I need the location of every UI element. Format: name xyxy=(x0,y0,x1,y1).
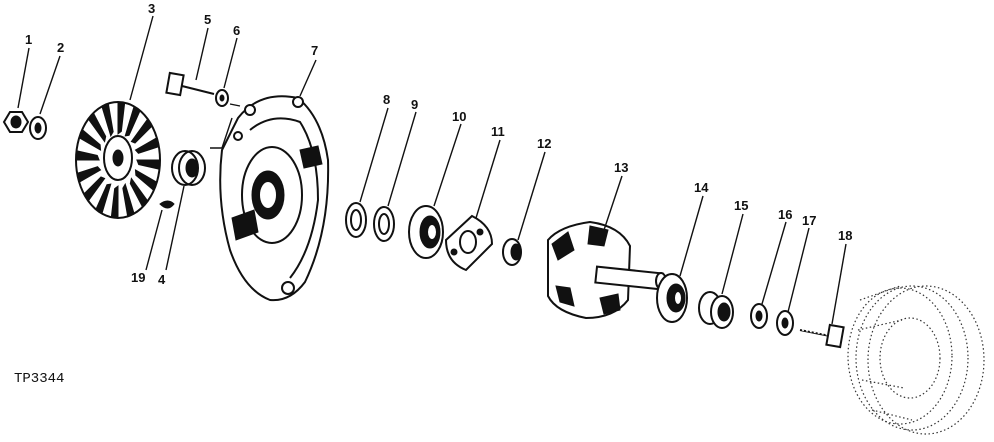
fan-blade xyxy=(83,176,106,202)
callout-9: 9 xyxy=(411,97,418,112)
fan-blade xyxy=(87,112,107,143)
part-11-retainer-plate xyxy=(444,214,494,272)
part-18-screw xyxy=(799,323,845,349)
callout-13: 13 xyxy=(614,160,628,175)
callout-5: 5 xyxy=(204,12,211,27)
callout-3: 3 xyxy=(148,1,155,16)
figure-id: TP3344 xyxy=(14,371,64,387)
callout-7: 7 xyxy=(311,43,318,58)
callout-8: 8 xyxy=(383,92,390,107)
part-19-key xyxy=(159,200,175,209)
fan-blade xyxy=(95,183,112,215)
callout-15: 15 xyxy=(734,198,748,213)
fan-blade xyxy=(134,137,160,154)
callout-2: 2 xyxy=(57,40,64,55)
fan-blade xyxy=(117,101,126,135)
part-4-spacer xyxy=(171,150,206,186)
part-1-nut xyxy=(2,111,30,133)
callout-1: 1 xyxy=(25,32,32,47)
part-9-washer xyxy=(373,206,395,242)
fan-blade xyxy=(78,128,102,151)
callout-4: 4 xyxy=(158,272,166,287)
callout-6: 6 xyxy=(233,23,240,38)
part-8-seal xyxy=(345,202,367,238)
part-12-collar xyxy=(502,238,522,266)
part-16-washer xyxy=(750,303,768,329)
callout-14: 14 xyxy=(694,180,709,195)
callout-18: 18 xyxy=(838,228,852,243)
fan-blade xyxy=(76,166,102,183)
callout-17: 17 xyxy=(802,213,816,228)
fan-blade xyxy=(124,105,141,137)
fan-blade xyxy=(129,177,149,208)
part-15-bushing xyxy=(698,291,734,329)
part-6-washer xyxy=(215,89,229,107)
part-13-rotor xyxy=(547,220,667,320)
part-10-bearing xyxy=(408,205,444,259)
phantom-stator-housing xyxy=(847,285,985,435)
fan-blade xyxy=(134,169,158,192)
part-7-end-frame xyxy=(219,95,330,302)
part-3-fan xyxy=(75,101,161,219)
callout-19: 19 xyxy=(131,270,145,285)
fan-blade xyxy=(110,185,119,219)
part-17-washer xyxy=(776,310,794,336)
callout-16: 16 xyxy=(778,207,792,222)
fan-blade xyxy=(130,118,153,144)
part-14-bearing xyxy=(656,273,688,323)
part-2-washer xyxy=(29,116,47,140)
callout-12: 12 xyxy=(537,136,551,151)
part-5-bolt xyxy=(165,71,215,97)
fan-blade xyxy=(122,182,135,218)
callout-11: 11 xyxy=(491,124,505,139)
fan-blade xyxy=(101,102,114,138)
fan-blade xyxy=(75,150,100,161)
fan-blade xyxy=(136,159,161,170)
callout-10: 10 xyxy=(452,109,466,124)
